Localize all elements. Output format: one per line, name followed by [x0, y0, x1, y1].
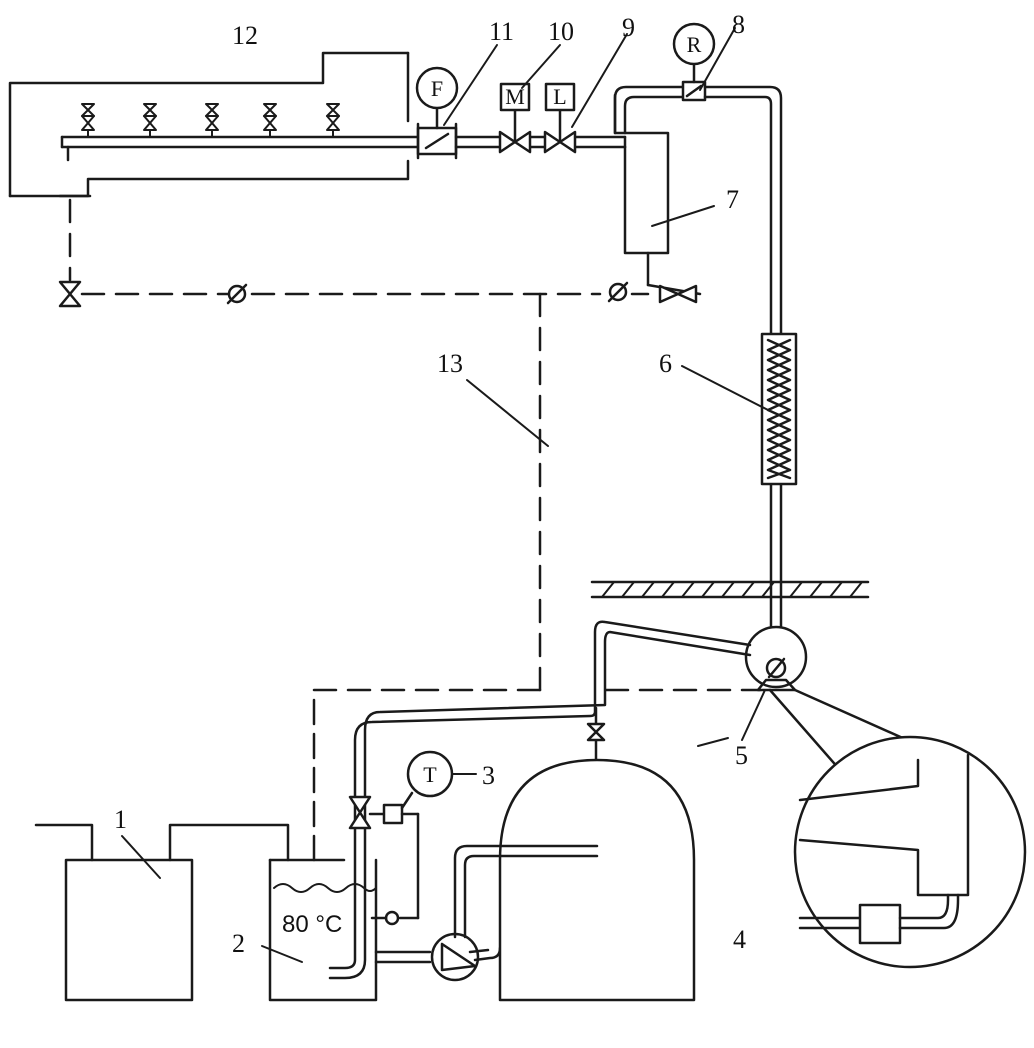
callout-numbers: 12 11 10 9 8 7 6 13 5 4 3 2 1 [114, 10, 748, 958]
label-11: 11 [489, 17, 514, 46]
tank-4 [453, 758, 696, 1002]
spray-nozzles [81, 103, 340, 138]
heat-exchanger [760, 332, 798, 486]
label-8: 8 [732, 10, 745, 39]
floor-slab [590, 580, 870, 599]
label-1: 1 [114, 805, 127, 834]
dashed-control-lines [68, 198, 762, 692]
tank-1 [34, 823, 290, 1002]
spray-manifold-pipe [60, 135, 420, 162]
label-12: 12 [232, 21, 258, 50]
instrument-r: R [687, 32, 702, 57]
label-13: 13 [437, 349, 463, 378]
detail-magnifier [768, 688, 1027, 969]
label-7: 7 [726, 185, 739, 214]
junction-detail [744, 625, 808, 692]
tank-2 [268, 688, 378, 1002]
instrument-l: L [553, 84, 566, 109]
nozzle-4 [263, 103, 277, 138]
riser-pipe [613, 22, 783, 642]
instrument-t: T [423, 762, 437, 787]
dashed-line-fittings [58, 280, 702, 308]
flow-meter [415, 66, 459, 160]
label-5: 5 [735, 741, 748, 770]
label-9: 9 [622, 13, 635, 42]
leader-lines [121, 27, 769, 963]
nozzle-5 [326, 103, 340, 138]
main-pipe-top [454, 135, 627, 149]
label-3: 3 [482, 761, 495, 790]
tank-temperature: 80 °C [282, 911, 342, 938]
nozzle-3 [205, 103, 219, 138]
level-valve [543, 82, 577, 154]
pump [374, 932, 502, 982]
label-10: 10 [548, 17, 574, 46]
nozzle-1 [81, 103, 95, 138]
spray-enclosure [8, 51, 410, 198]
label-4: 4 [733, 925, 746, 954]
instrument-letters: F M L R T [423, 32, 701, 787]
tank-inlet-valve [586, 722, 606, 742]
separator-tank [613, 93, 670, 287]
instrument-f: F [431, 76, 443, 101]
label-6: 6 [659, 349, 672, 378]
nozzle-2 [143, 103, 157, 138]
motorized-valve [498, 82, 532, 154]
temperature-valve [348, 750, 454, 926]
label-2: 2 [232, 929, 245, 958]
instrument-m: M [505, 84, 525, 109]
